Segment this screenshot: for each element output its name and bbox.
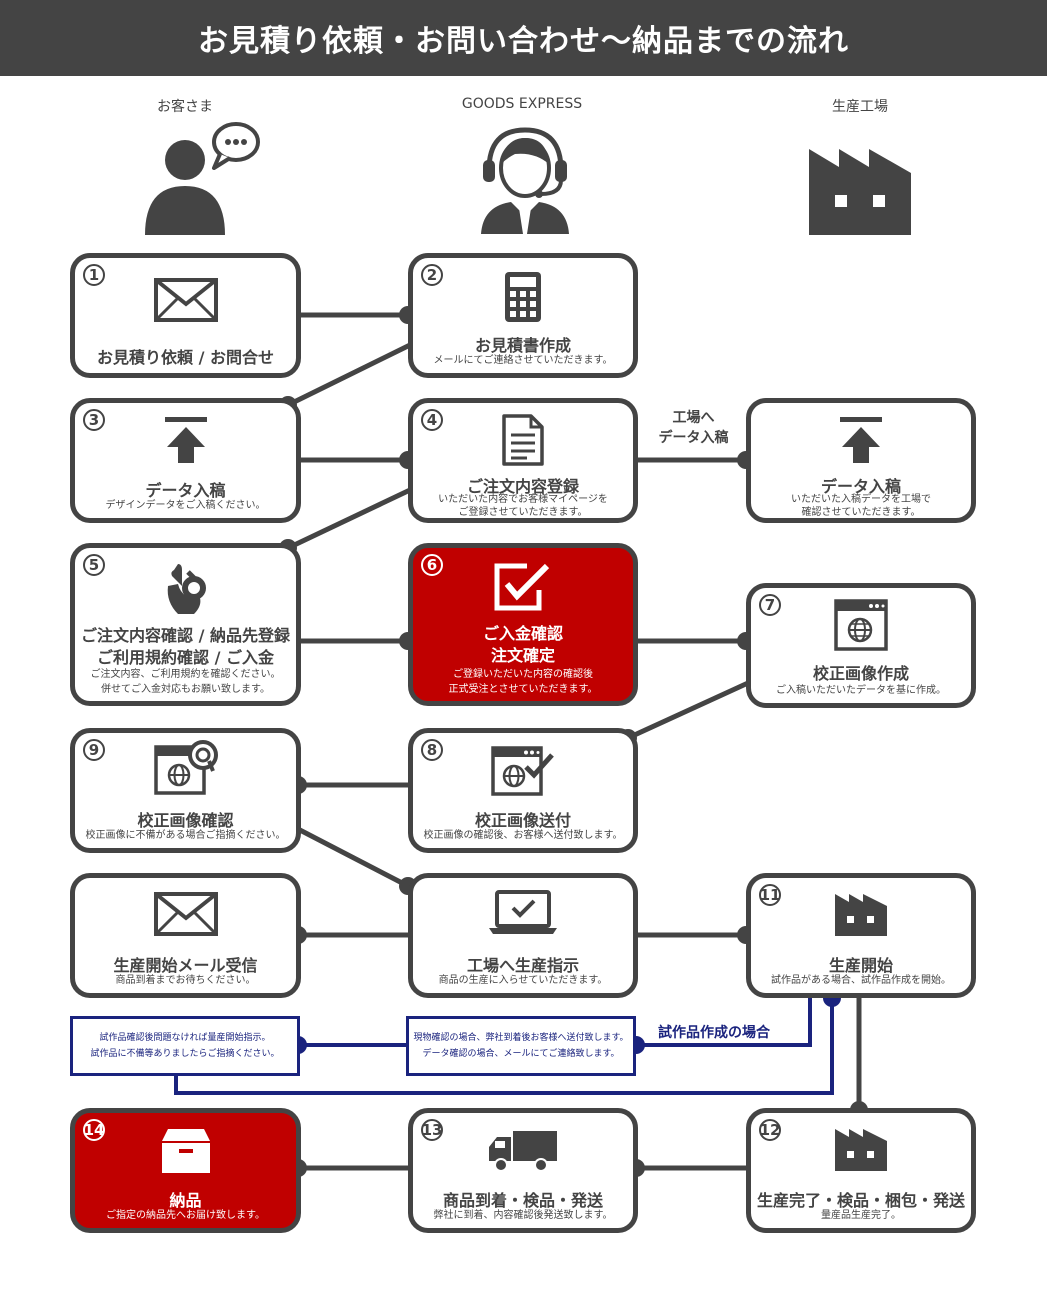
note-line1: 現物確認の場合、弊社到着後お客様へ送付致します。: [413, 1033, 629, 1043]
step-production-start-email: 生産開始メール受信 商品到着までお待ちください。: [70, 873, 301, 998]
step-title: 商品到着・検品・発送: [442, 1191, 603, 1210]
step-3-data-upload: 3 データ入稿 デザインデータをご入稿ください。: [70, 398, 301, 523]
step-title: 校正画像確認: [137, 811, 234, 830]
factory-building-icon: [809, 149, 911, 235]
step-number: 6: [421, 554, 443, 576]
prototype-case-label: 試作品作成の場合: [658, 1025, 770, 1041]
step-number: 12: [759, 1119, 781, 1141]
step-12-production-complete: 12 生産完了・検品・梱包・発送 量産品生産完了。: [746, 1108, 976, 1233]
step-title-line1: ご注文内容確認 / 納品先登録: [81, 626, 290, 645]
factory-icon: [835, 894, 887, 936]
step-6-payment-confirmed: 6 ご入金確認 注文確定 ご登録いただいた内容の確認後 正式受注とさせていただき…: [408, 543, 638, 706]
step-production-order: 工場へ生産指示 商品の生産に入らせていただきます。: [408, 873, 638, 998]
step-description: メールにてご連絡させていただきます。: [433, 355, 613, 366]
step-7-create-proof: 7 校正画像作成 ご入稿いただいたデータを基に作成。: [746, 583, 976, 708]
step-description: 試作品がある場合、試作品作成を開始。: [771, 975, 951, 986]
step-title-line1: ご入金確認: [482, 624, 563, 643]
step-number: 2: [421, 264, 443, 286]
step-title: ご注文内容登録: [466, 477, 579, 496]
step-description: 校正画像の確認後、お客様へ送付致します。: [423, 830, 623, 841]
step-description-line2: 確認させていただきます。: [801, 507, 921, 518]
note-line2: 試作品に不備等ありましたらご指摘ください。: [90, 1049, 280, 1059]
envelope-icon: [153, 278, 218, 322]
step-description-line2: 正式受注とさせていただきます。: [448, 684, 598, 695]
note-line1: 試作品確認後問題なければ量産開始指示。: [99, 1033, 271, 1043]
prototype-note-company: 現物確認の場合、弊社到着後お客様へ送付致します。 データ確認の場合、メールにてご…: [406, 1016, 636, 1076]
step-11-production-start: 11 生産開始 試作品がある場合、試作品作成を開始。: [746, 873, 976, 998]
step-description: デザインデータをご入稿ください。: [105, 500, 266, 511]
step-title: お見積り依頼 / お問合せ: [97, 348, 274, 367]
factory-upload-label-line1: 工場へ: [672, 410, 715, 426]
step-description-line2: 併せてご入金対応もお願い致します。: [101, 684, 270, 695]
web-globe-check-icon: [491, 746, 554, 796]
document-icon: [502, 414, 544, 466]
step-title: 生産開始メール受信: [113, 956, 258, 975]
step-title-line2: 注文確定: [490, 646, 555, 665]
step-5-order-confirmation: 5 ご注文内容確認 / 納品先登録 ご利用規約確認 / ご入金 ご注文内容、ご利…: [70, 543, 301, 706]
step-title: お見積書作成: [474, 336, 571, 355]
step-description: 校正画像に不備がある場合ご指摘ください。: [85, 830, 286, 841]
calculator-icon: [505, 272, 541, 322]
step-title: 工場へ生産指示: [466, 956, 579, 975]
prototype-note-customer: 試作品確認後問題なければ量産開始指示。 試作品に不備等ありましたらご指摘ください…: [70, 1016, 300, 1076]
step-9-review-proof: 9 校正画像確認 校正画像に不備がある場合ご指摘ください。: [70, 728, 301, 853]
operator-headset-icon: [481, 127, 569, 234]
factory-upload-label: 工場へ データ入稿: [646, 408, 741, 448]
factory-icon: [835, 1129, 887, 1171]
step-title-line2: ご利用規約確認 / ご入金: [97, 648, 274, 667]
step-title: 校正画像送付: [474, 811, 571, 830]
column-customer: お客さま: [157, 99, 213, 115]
step-number: 1: [83, 264, 105, 286]
web-globe-icon: [834, 599, 888, 651]
truck-icon: [489, 1131, 557, 1172]
step-4-order-registration: 4 ご注文内容登録 いただいた内容でお客様マイページを ご登録させていただきます…: [408, 398, 638, 523]
step-number: 4: [421, 409, 443, 431]
step-description: 弊社に到着、内容確認後発送致します。: [433, 1210, 613, 1221]
step-title: 校正画像作成: [812, 664, 909, 683]
step-factory-data-upload: データ入稿 いただいた入稿データを工場で 確認させていただきます。: [746, 398, 976, 523]
step-number: 13: [421, 1119, 443, 1141]
step-number: 7: [759, 594, 781, 616]
step-title: 生産完了・検品・梱包・発送: [756, 1191, 965, 1210]
step-description: ご入稿いただいたデータを基に作成。: [776, 685, 946, 696]
step-14-delivery: 14 納品 ご指定の納品先へお届け致します。: [70, 1108, 301, 1233]
step-number: 5: [83, 554, 105, 576]
envelope-icon: [153, 892, 218, 936]
checkbox-icon: [494, 563, 550, 611]
step-description: 量産品生産完了。: [821, 1210, 901, 1221]
step-description: 商品到着までお待ちください。: [115, 975, 256, 986]
step-number: 9: [83, 739, 105, 761]
step-13-arrival-inspection: 13 商品到着・検品・発送 弊社に到着、内容確認後発送致します。: [408, 1108, 638, 1233]
laptop-icon: [489, 890, 557, 934]
customer-person-icon: [145, 122, 260, 235]
column-factory: 生産工場: [832, 99, 888, 115]
note-line2: データ確認の場合、メールにてご連絡致します。: [422, 1049, 620, 1059]
step-description: 商品の生産に入らせていただきます。: [438, 975, 608, 986]
step-description-line1: ご注文内容、ご利用規約を確認ください。: [90, 669, 281, 680]
step-description: ご指定の納品先へお届け致します。: [106, 1210, 265, 1221]
step-description-line1: いただいた内容でお客様マイページを: [438, 494, 608, 505]
step-title: データ入稿: [820, 477, 901, 496]
step-title: 納品: [169, 1191, 202, 1210]
step-2-create-estimate: 2 お見積書作成 メールにてご連絡させていただきます。: [408, 253, 638, 378]
step-description-line1: ご登録いただいた内容の確認後: [453, 669, 593, 680]
step-number: 11: [759, 884, 781, 906]
column-goods-express: GOODS EXPRESS: [461, 96, 583, 112]
factory-upload-label-line2: データ入稿: [658, 430, 729, 446]
step-description-line2: ご登録させていただきます。: [458, 507, 588, 518]
upload-icon: [164, 417, 207, 463]
step-number: 3: [83, 409, 105, 431]
box-icon: [161, 1129, 210, 1173]
step-8-send-proof: 8 校正画像送付 校正画像の確認後、お客様へ送付致します。: [408, 728, 638, 853]
step-title: データ入稿: [145, 481, 226, 500]
upload-icon: [840, 417, 882, 463]
step-title: 生産開始: [828, 956, 893, 975]
step-number: 8: [421, 739, 443, 761]
page-title: お見積り依頼・お問い合わせ〜納品までの流れ: [0, 0, 1047, 76]
web-globe-search-icon: [153, 740, 218, 795]
step-number: 14: [83, 1119, 105, 1141]
step-1-estimate-request: 1 お見積り依頼 / お問合せ: [70, 253, 301, 378]
ok-hand-icon: [167, 564, 206, 614]
step-description-line1: いただいた入稿データを工場で: [791, 494, 931, 505]
